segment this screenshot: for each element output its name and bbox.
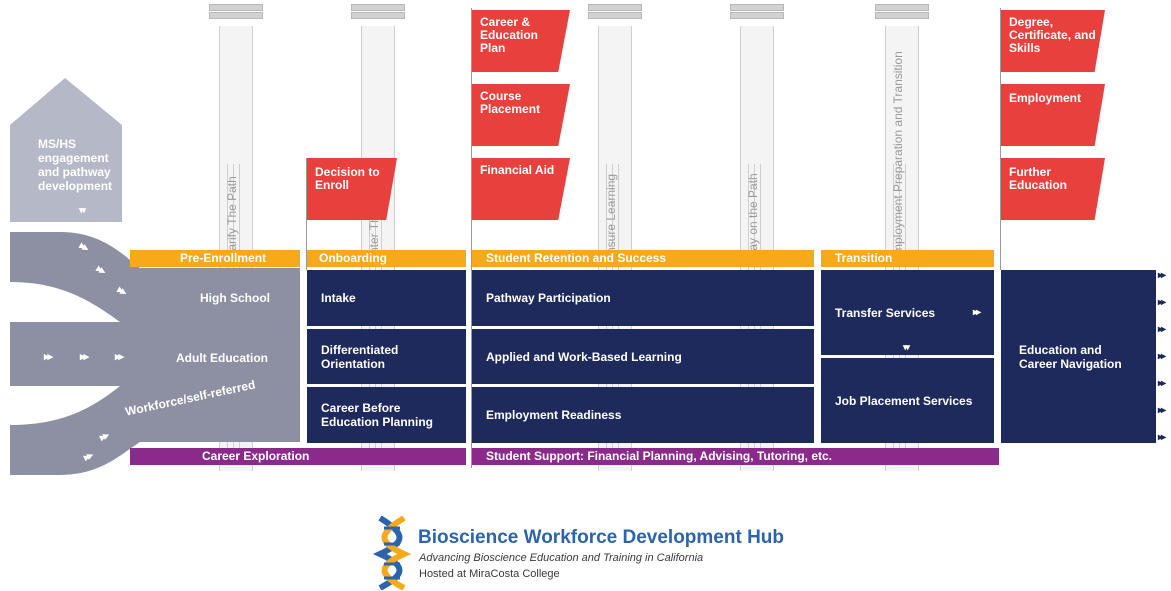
phase-label: Pre-Enrollment: [180, 251, 267, 265]
degree-flag: Degree, Certificate, and Skills: [1001, 10, 1105, 72]
pillar-label: Stay on the Path: [746, 173, 760, 262]
retention-cell: Employment Readiness: [472, 387, 814, 443]
further-education-flag: Further Education: [1001, 158, 1105, 220]
phase-transition: Transition: [821, 250, 994, 267]
down-arrow-icon: ▾▾: [903, 342, 910, 352]
double-arrow-icon: ▸▸: [1158, 378, 1166, 389]
double-arrow-icon: ▸▸: [1158, 297, 1166, 308]
transfer-services-cell: Transfer Services ▸▸ ▾▾: [821, 270, 994, 355]
adult-education-label: Adult Education: [176, 351, 268, 365]
entry-shapes: [10, 78, 300, 475]
transfer-services-label: Transfer Services: [835, 305, 936, 320]
brand-hosted: Hosted at MiraCosta College: [419, 568, 560, 580]
flag-pole: [471, 8, 472, 468]
flag-pole: [306, 158, 307, 270]
onboarding-cell: Career Before Education Planning: [307, 387, 466, 443]
double-arrow-icon: ▸▸: [973, 307, 981, 318]
onboarding-cell: Intake: [307, 270, 466, 326]
workforce-shape: [10, 386, 300, 475]
double-arrow-icon: ▸▸: [1158, 405, 1166, 416]
double-arrow-icon: ▸▸: [115, 351, 124, 363]
high-school-label: High School: [200, 291, 270, 305]
financial-aid-flag: Financial Aid: [472, 158, 570, 220]
student-support-label: Student Support: Financial Planning, Adv…: [486, 449, 832, 463]
double-arrow-icon: ▸▸: [1158, 351, 1166, 362]
pillar-label: Enter The Path: [367, 181, 381, 263]
down-arrow-icon: ▾▾: [79, 205, 86, 215]
phase-label: Onboarding: [319, 251, 387, 265]
phase-onboarding: Onboarding: [307, 250, 466, 267]
double-arrow-icon: ▸▸: [1158, 432, 1166, 443]
phase-label: Student Retention and Success: [486, 251, 667, 265]
onboarding-cell: Differentiated Orientation: [307, 329, 466, 384]
pillar-label: Employment Preparation and Transition: [891, 51, 905, 262]
phase-retention: Student Retention and Success: [472, 250, 814, 267]
course-placement-flag: Course Placement: [472, 84, 570, 146]
double-arrow-icon: ▸▸: [80, 351, 89, 363]
pillar-label: Ensure Learning: [604, 173, 618, 262]
high-school-shape: [10, 232, 300, 322]
retention-cell: Pathway Participation: [472, 270, 814, 326]
student-support-bar: Student Support: Financial Planning, Adv…: [472, 448, 999, 465]
double-arrow-icon: ▸▸: [1158, 270, 1166, 281]
ms-hs-arrow-shape: [10, 78, 122, 222]
adult-education-shape: [10, 322, 300, 386]
ms-hs-label: MS/HS engagement and pathway development: [38, 137, 113, 193]
double-arrow-icon: ▸▸: [44, 351, 53, 363]
brand-title: Bioscience Workforce Development Hub: [418, 527, 785, 548]
career-exploration-label: Career Exploration: [202, 449, 310, 463]
flag-pole: [1000, 8, 1001, 270]
brand-subtitle: Advancing Bioscience Education and Train…: [419, 552, 704, 564]
navigation-cell: Education and Career Navigation: [1001, 270, 1156, 443]
phase-pre-enrollment: Pre-Enrollment: [130, 250, 300, 267]
career-plan-flag: Career & Education Plan: [472, 10, 570, 72]
employment-flag: Employment: [1001, 84, 1105, 146]
double-arrow-icon: ▸▸: [1158, 324, 1166, 335]
decision-flag: Decision to Enroll: [307, 158, 397, 220]
phase-label: Transition: [835, 251, 893, 265]
job-placement-cell: Job Placement Services: [821, 358, 994, 443]
career-exploration-bar: Career Exploration: [130, 448, 466, 465]
retention-cell: Applied and Work-Based Learning: [472, 329, 814, 384]
dna-logo-icon: [372, 516, 412, 590]
